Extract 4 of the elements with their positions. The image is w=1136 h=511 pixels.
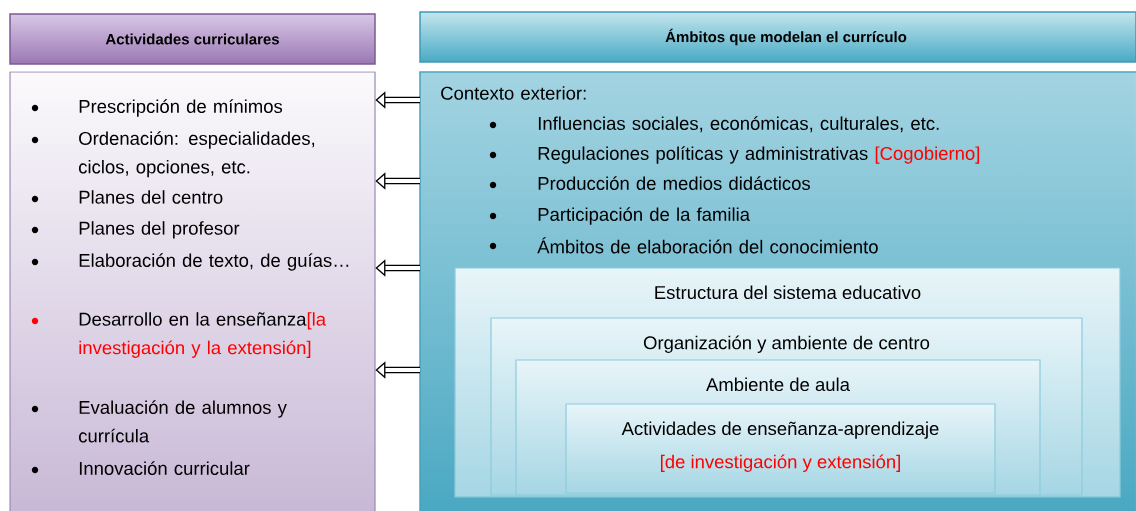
list-panel: Prescripción de mínimos Ordenación: especialidades, ciclos, opciones, etc. Planes del centro Planes del profesor Elaboración de texto, de guías… Desarrollo en la enseñanza[la investigación y la extensión] Evaluación de alumnos y currícula Innovación curricular [9,71,376,511]
header-bar: Ámbitos que modelan el currículo [419,11,1136,63]
header-bar: Actividades curriculares [9,13,376,65]
nested-box: Actividades de enseñanza-aprendizaje [de investigación y extensión] [565,403,996,494]
